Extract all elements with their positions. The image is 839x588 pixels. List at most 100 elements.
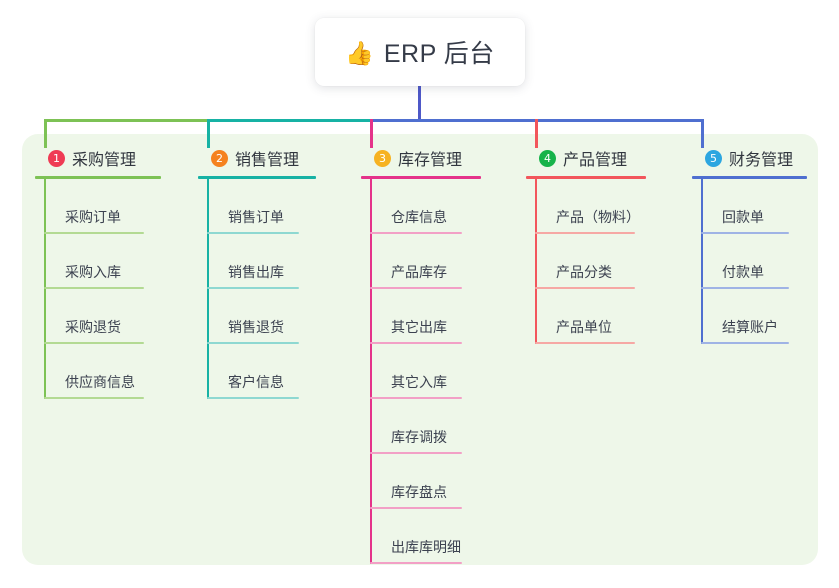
list-item-rule — [535, 342, 635, 344]
content-panel — [22, 134, 818, 565]
connector-segment-1 — [44, 119, 210, 122]
list-item-label: 产品分类 — [556, 264, 612, 280]
connector-drop-1 — [44, 119, 47, 148]
list-item-label: 销售退货 — [228, 319, 284, 335]
list-item-rule — [370, 452, 462, 454]
list-item-label: 其它入库 — [391, 374, 447, 390]
list-item-rule — [207, 287, 299, 289]
list-item[interactable]: 销售出库 — [198, 234, 316, 289]
list-item[interactable]: 产品库存 — [361, 234, 481, 289]
list-item-label: 销售订单 — [228, 209, 284, 225]
list-item[interactable]: 采购退货 — [35, 289, 161, 344]
column-spine-2 — [207, 179, 209, 399]
list-item-rule — [44, 287, 144, 289]
list-item-label: 供应商信息 — [65, 374, 135, 390]
list-item-rule — [44, 342, 144, 344]
list-item-label: 结算账户 — [722, 319, 778, 335]
list-item-label: 产品单位 — [556, 319, 612, 335]
list-item-label: 付款单 — [722, 264, 764, 280]
column-header-rule-1 — [35, 176, 161, 179]
list-item-rule — [44, 232, 144, 234]
list-item-label: 仓库信息 — [391, 209, 447, 225]
list-item[interactable]: 供应商信息 — [35, 344, 161, 399]
list-item-rule — [701, 232, 789, 234]
root-stem — [418, 86, 421, 122]
root-node[interactable]: 👍 ERP 后台 — [315, 18, 525, 86]
list-item-label: 出库库明细 — [391, 539, 461, 555]
column-title-2: 销售管理 — [235, 152, 300, 169]
list-item-label: 产品（物料） — [556, 209, 640, 225]
column-items-5: 回款单付款单结算账户 — [692, 179, 807, 344]
column-spine-4 — [535, 179, 537, 344]
list-item[interactable]: 回款单 — [692, 179, 807, 234]
list-item[interactable]: 销售订单 — [198, 179, 316, 234]
column-spine-5 — [701, 179, 703, 344]
list-item[interactable]: 库存调拨 — [361, 399, 481, 454]
list-item-label: 客户信息 — [228, 374, 284, 390]
column-title-3: 库存管理 — [398, 152, 463, 169]
column-badge-1: 1 — [48, 149, 65, 167]
column-items-4: 产品（物料） 产品分类产品单位 — [526, 179, 646, 344]
list-item-rule — [207, 397, 299, 399]
list-item[interactable]: 付款单 — [692, 234, 807, 289]
column-header-rule-3 — [361, 176, 481, 179]
column-header-rule-2 — [198, 176, 316, 179]
column-header-4[interactable]: 4 产品管理 — [526, 146, 646, 170]
column-title-4: 产品管理 — [563, 152, 628, 169]
list-item[interactable]: 产品分类 — [526, 234, 646, 289]
list-item[interactable]: 其它出库 — [361, 289, 481, 344]
list-item-label: 采购入库 — [65, 264, 121, 280]
column-2: 2 销售管理销售订单销售出库销售退货客户信息 — [198, 146, 316, 399]
list-item[interactable]: 仓库信息 — [361, 179, 481, 234]
list-item[interactable]: 出库库明细 — [361, 509, 481, 564]
list-item-rule — [370, 397, 462, 399]
column-badge-4: 4 — [539, 149, 556, 167]
list-item-label: 库存调拨 — [391, 429, 447, 445]
column-items-2: 销售订单销售出库销售退货客户信息 — [198, 179, 316, 399]
column-header-2[interactable]: 2 销售管理 — [198, 146, 316, 170]
list-item-label: 回款单 — [722, 209, 764, 225]
list-item-rule — [370, 507, 462, 509]
list-item[interactable]: 采购订单 — [35, 179, 161, 234]
list-item[interactable]: 销售退货 — [198, 289, 316, 344]
column-header-rule-4 — [526, 176, 646, 179]
list-item[interactable]: 其它入库 — [361, 344, 481, 399]
list-item-label: 采购退货 — [65, 319, 121, 335]
column-title-1: 采购管理 — [72, 152, 137, 169]
column-title-5: 财务管理 — [729, 152, 794, 169]
list-item-label: 库存盘点 — [391, 484, 447, 500]
list-item-label: 采购订单 — [65, 209, 121, 225]
column-1: 1 采购管理采购订单采购入库采购退货供应商信息 — [35, 146, 161, 399]
thumbs-up-icon: 👍 — [345, 39, 374, 66]
list-item[interactable]: 结算账户 — [692, 289, 807, 344]
connector-drop-4 — [535, 119, 538, 148]
column-spine-3 — [370, 179, 372, 564]
column-header-5[interactable]: 5 财务管理 — [692, 146, 807, 170]
list-item-rule — [701, 287, 789, 289]
connector-drop-5 — [701, 119, 704, 148]
list-item-label: 销售出库 — [228, 264, 284, 280]
list-item-rule — [370, 562, 462, 564]
list-item-rule — [207, 232, 299, 234]
column-header-rule-5 — [692, 176, 807, 179]
column-items-1: 采购订单采购入库采购退货供应商信息 — [35, 179, 161, 399]
column-5: 5 财务管理回款单付款单结算账户 — [692, 146, 807, 344]
list-item-rule — [44, 397, 144, 399]
column-badge-2: 2 — [211, 149, 228, 167]
column-4: 4 产品管理产品（物料） 产品分类产品单位 — [526, 146, 646, 344]
list-item-rule — [535, 287, 635, 289]
list-item[interactable]: 客户信息 — [198, 344, 316, 399]
list-item[interactable]: 产品单位 — [526, 289, 646, 344]
list-item[interactable]: 产品（物料） — [526, 179, 646, 234]
list-item[interactable]: 库存盘点 — [361, 454, 481, 509]
list-item-rule — [370, 342, 462, 344]
column-badge-5: 5 — [705, 149, 722, 167]
list-item[interactable]: 采购入库 — [35, 234, 161, 289]
list-item-rule — [535, 232, 635, 234]
root-title: ERP 后台 — [383, 40, 495, 68]
column-header-1[interactable]: 1 采购管理 — [35, 146, 161, 170]
connector-drop-2 — [207, 119, 210, 148]
